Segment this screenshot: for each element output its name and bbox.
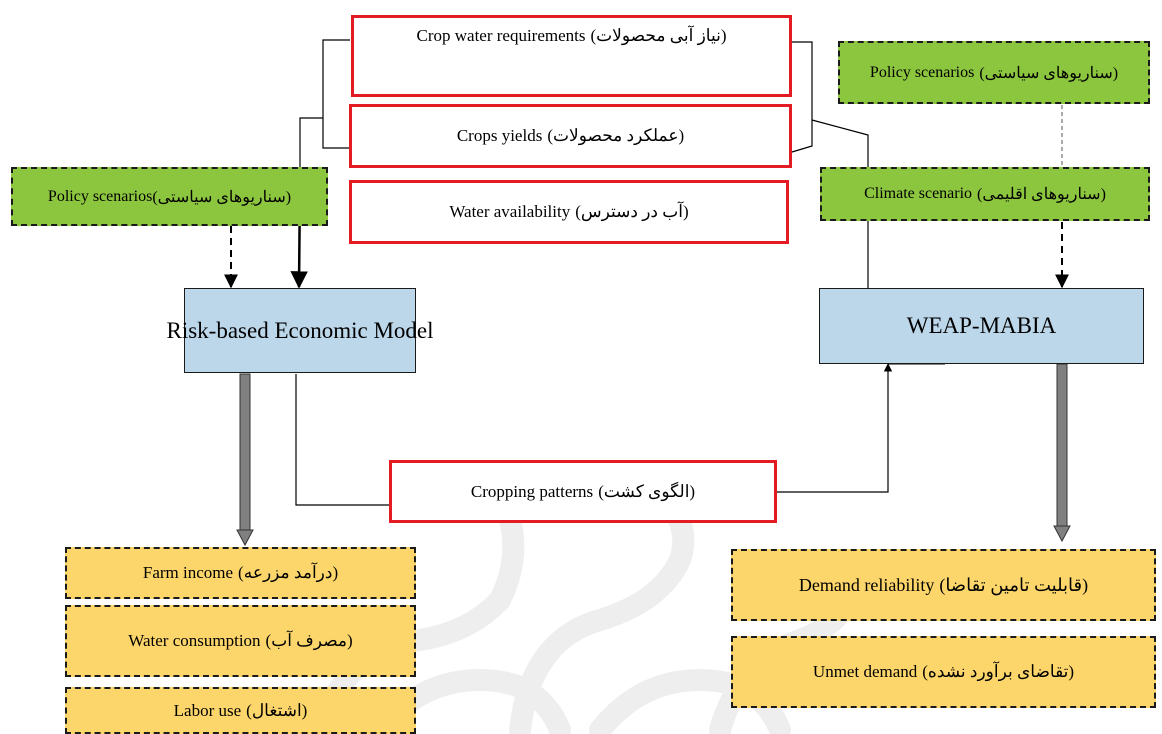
crops-yields-fa: (عملکرد محصولات) bbox=[547, 126, 685, 145]
unmet-demand-box: Unmet demand(تقاضای برآورد نشده) bbox=[731, 636, 1156, 708]
water-consumption-box: Water consumption(مصرف آب) bbox=[65, 605, 416, 677]
economic-model-box: Risk-based Economic Model bbox=[167, 288, 434, 373]
demand-reliability-box: Demand reliability(قابلیت تامین تقاضا) bbox=[731, 549, 1156, 621]
output-arrow-right bbox=[1053, 363, 1071, 543]
policy-scenarios-left-box: Policy scenarios(سناریوهای سیاستی) bbox=[11, 167, 328, 226]
climate-fa: (سناریوهای اقلیمی) bbox=[977, 186, 1106, 203]
climate-label: Climate scenario bbox=[864, 185, 973, 202]
policy-right-label: Policy scenarios bbox=[869, 63, 975, 81]
crop-water-box: Crop water requirements(نیاز آبی محصولات… bbox=[351, 15, 792, 97]
unmet-demand-label: Unmet demand bbox=[812, 662, 918, 681]
demand-reliability-fa: (قابلیت تامین تقاضا) bbox=[939, 574, 1089, 595]
water-availability-label: Water availability bbox=[449, 202, 571, 221]
policy-left-fa: (سناریوهای سیاستی) bbox=[152, 188, 292, 206]
output-arrow-left bbox=[236, 373, 254, 547]
labor-use-fa: (اشتغال) bbox=[246, 700, 308, 720]
crop-water-label: Crop water requirements bbox=[416, 26, 586, 45]
labor-use-label: Labor use bbox=[173, 700, 242, 720]
crops-yields-label: Crops yields bbox=[456, 126, 543, 145]
crop-water-fa: (نیاز آبی محصولات) bbox=[590, 26, 727, 45]
weap-mabia-box: WEAP-MABIA bbox=[819, 288, 1144, 364]
cropping-patterns-box: Cropping patterns(الگوی کشت) bbox=[389, 460, 777, 523]
demand-reliability-label: Demand reliability bbox=[798, 574, 935, 595]
water-consumption-label: Water consumption bbox=[128, 631, 261, 650]
policy-left-label: Policy scenarios bbox=[47, 187, 153, 205]
weap-mabia-label: WEAP-MABIA bbox=[906, 313, 1057, 338]
farm-income-fa: (درآمد مزرعه) bbox=[238, 563, 339, 582]
water-availability-fa: (آب در دسترس) bbox=[575, 202, 689, 221]
cropping-patterns-fa: (الگوی کشت) bbox=[598, 481, 696, 501]
policy-right-fa: (سناریوهای سیاستی) bbox=[979, 64, 1119, 82]
policy-scenarios-right-box: Policy scenarios(سناریوهای سیاستی) bbox=[838, 41, 1150, 104]
bracket-right bbox=[790, 41, 869, 290]
water-consumption-fa: (مصرف آب) bbox=[265, 631, 353, 650]
link-economic-cropping bbox=[295, 374, 390, 506]
crops-yields-box: Crops yields(عملکرد محصولات) bbox=[349, 104, 792, 168]
labor-use-box: Labor use(اشتغال) bbox=[65, 687, 416, 734]
farm-income-label: Farm income bbox=[142, 563, 234, 582]
bracket-left bbox=[299, 39, 350, 180]
cropping-patterns-label: Cropping patterns bbox=[470, 481, 594, 501]
unmet-demand-fa: (تقاضای برآورد نشده) bbox=[922, 662, 1075, 681]
farm-income-box: Farm income(درآمد مزرعه) bbox=[65, 547, 416, 599]
water-availability-box: Water availability(آب در دسترس) bbox=[349, 180, 789, 244]
economic-model-label: Risk-based Economic Model bbox=[166, 317, 434, 343]
climate-scenario-box: Climate scenario(سناریوهای اقلیمی) bbox=[820, 167, 1150, 221]
link-cropping-weap bbox=[776, 363, 893, 493]
